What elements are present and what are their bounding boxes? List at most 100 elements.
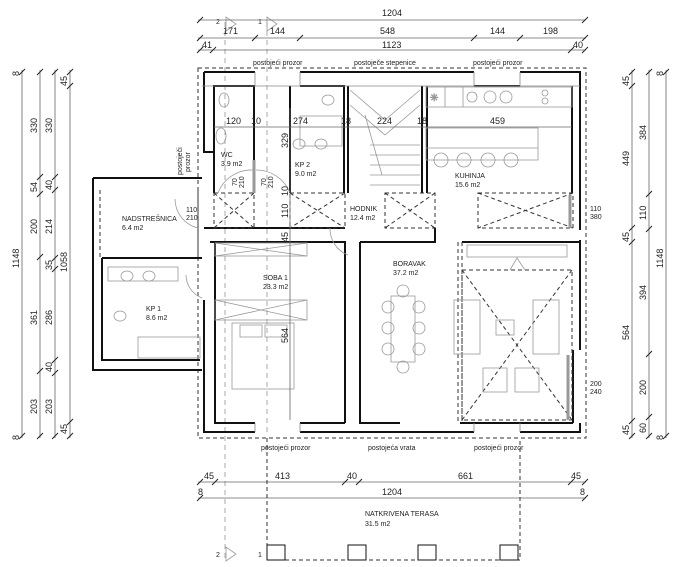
dim-total-height: 1148 — [11, 249, 21, 268]
dim-label: 413 — [275, 471, 290, 481]
dim-label: 203 — [44, 399, 54, 414]
living-furniture — [381, 244, 568, 393]
note-stairs: postoječe stepenice — [354, 60, 416, 67]
note-door: postojeća vrata — [368, 445, 416, 452]
room-kp2: KP 2 — [295, 162, 310, 169]
door-height: 240 — [590, 389, 602, 396]
bedroom-furniture — [214, 242, 308, 390]
dim-label: 548 — [380, 26, 395, 36]
door-width: 70 — [261, 178, 268, 186]
dim-label: 1204 — [382, 487, 402, 497]
dim-label: 110 — [638, 206, 648, 220]
dim-label: 8 — [198, 487, 203, 497]
section-marker-top: 2 1 — [216, 16, 278, 32]
door-width: 200 — [590, 381, 602, 388]
dim-label: 1058 — [59, 252, 69, 272]
dim-label: 394 — [638, 285, 648, 300]
dim-label: 40 — [44, 362, 54, 372]
kitchen-counter: ✳ — [425, 86, 573, 168]
room-hodnik: HODNIK — [350, 206, 378, 213]
stairs — [349, 89, 421, 186]
dim-label: 214 — [44, 219, 54, 234]
room-soba1: SOBA 1 — [263, 275, 288, 282]
dim-label: 661 — [458, 471, 473, 481]
doors — [174, 160, 572, 420]
dim-label: 8 — [11, 71, 21, 76]
dim-label: 564 — [280, 328, 290, 343]
room-labels: WC 3.9 m2 KP 2 9.0 m2 KUHINJA 15.6 m2 HO… — [122, 152, 485, 528]
door-height: 380 — [590, 214, 602, 221]
door-width: 70 — [232, 178, 239, 186]
room-area: 3.9 m2 — [221, 161, 243, 168]
room-area: 9.0 m2 — [295, 171, 317, 178]
room-area: 23.3 m2 — [263, 284, 288, 291]
dim-label: 224 — [377, 116, 392, 126]
door-height: 210 — [268, 176, 275, 188]
opening-labels: 70 210 70 210 110 210 110 380 200 240 po… — [177, 147, 602, 396]
dim-label: 45 — [621, 232, 631, 242]
inner-dimensions: 120 10 274 18 224 18 459 329 10 110 45 5… — [214, 108, 572, 420]
room-nadstresnica: NADSTREŠNICA — [122, 214, 177, 223]
dim-label: 120 — [226, 116, 241, 126]
note-window: postojeći prozor — [473, 60, 523, 67]
dim-label: 198 — [543, 26, 558, 36]
dim-label: 8 — [11, 435, 21, 440]
note-window: postojeći prozor — [253, 60, 303, 67]
room-area: 15.6 m2 — [455, 182, 480, 189]
dim-label: 8 — [580, 487, 585, 497]
right-dimensions: 45 449 45 564 45 384 110 394 200 60 1148… — [621, 68, 670, 440]
dim-label: 203 — [29, 399, 39, 414]
section-label-2: 2 — [216, 19, 220, 26]
room-area: 8.6 m2 — [146, 315, 168, 322]
room-kp1: KP 1 — [146, 306, 161, 313]
dim-label: 35 — [44, 260, 54, 270]
dim-label: 40 — [347, 471, 357, 481]
dim-label: 10 — [251, 116, 261, 126]
dim-label: 200 — [638, 380, 648, 395]
door-width: 110 — [186, 207, 197, 214]
room-area: 37.2 m2 — [393, 270, 418, 277]
room-kuhinja: KUHINJA — [455, 173, 485, 180]
dim-total-width: 1204 — [382, 8, 402, 18]
note-window: prozor — [185, 151, 192, 172]
section-label-1: 1 — [258, 552, 262, 559]
dim-label: 18 — [341, 116, 351, 126]
dim-label: 40 — [44, 180, 54, 190]
dim-label: 18 — [417, 116, 427, 126]
walls — [92, 71, 581, 433]
note-window: postojeći prozor — [261, 445, 311, 452]
hallway-openings — [99, 190, 574, 423]
section-label-1: 1 — [258, 19, 262, 26]
room-area: 6.4 m2 — [122, 225, 144, 232]
bathroom-fixtures — [107, 92, 343, 359]
dim-total-height: 1148 — [655, 249, 665, 268]
dim-label: 384 — [638, 125, 648, 140]
dim-label: 60 — [638, 423, 648, 433]
section-marker-bottom: 2 1 — [216, 546, 262, 562]
note-window: postojeći prozor — [474, 445, 524, 452]
dim-label: 8 — [655, 435, 665, 440]
dim-label: 564 — [621, 325, 631, 340]
dim-label: 286 — [44, 310, 54, 325]
dim-label: 144 — [270, 26, 285, 36]
door-width: 110 — [590, 206, 601, 213]
dim-label: 361 — [29, 310, 39, 325]
dim-label: 1123 — [382, 40, 401, 50]
bottom-dimensions: postojeći prozor postojeća vrata postoje… — [196, 445, 589, 502]
left-dimensions: 8 8 1148 330 54 200 361 203 330 40 214 3… — [11, 68, 74, 440]
dim-label: 274 — [293, 116, 308, 126]
dim-label: 40 — [573, 40, 583, 50]
room-boravak: BORAVAK — [393, 261, 426, 268]
section-label-2: 2 — [216, 552, 220, 559]
dim-label: 41 — [202, 40, 212, 50]
dim-label: 200 — [29, 219, 39, 234]
note-window: postoječi — [177, 147, 184, 175]
terrace — [266, 438, 521, 561]
dim-label: 171 — [223, 26, 238, 36]
dim-label: 45 — [280, 232, 290, 242]
dim-label: 54 — [29, 182, 39, 192]
hob-icon: ✳ — [430, 93, 438, 104]
dim-label: 45 — [59, 424, 69, 434]
room-wc: WC — [221, 152, 233, 159]
